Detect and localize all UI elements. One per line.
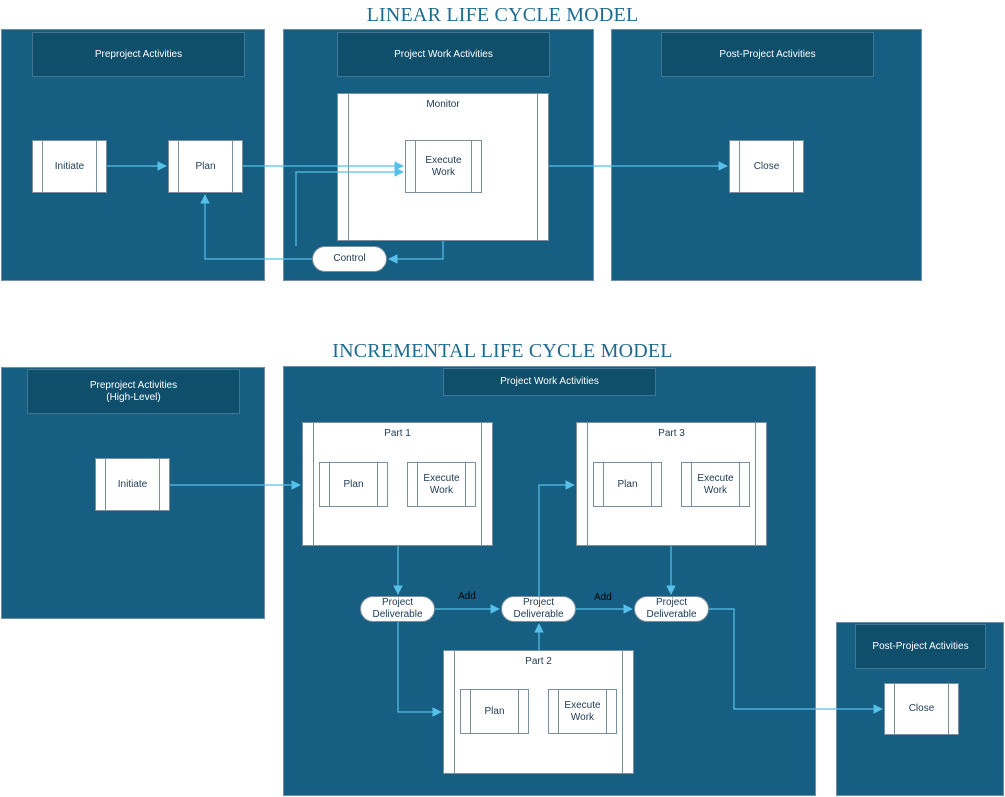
part-2-plan-box: Plan <box>460 689 529 734</box>
linear-execute-work-box: Execute Work <box>405 140 482 193</box>
add-edge-label-2: Add <box>594 592 612 603</box>
linear-initiate-box: Initiate <box>32 140 107 193</box>
part-3-execute-work-box: Execute Work <box>681 462 750 507</box>
container-label: Part 2 <box>525 656 552 667</box>
incremental-model-title: INCREMENTAL LIFE CYCLE MODEL <box>332 340 673 362</box>
phase-header: Post-Project Activities <box>855 624 986 669</box>
deliverable-node-3: Project Deliverable <box>634 596 709 622</box>
incremental-close-box: Close <box>884 683 959 735</box>
phase-header: Project Work Activities <box>337 32 550 77</box>
container-label: Part 1 <box>384 428 411 439</box>
phase-header: Post-Project Activities <box>661 32 874 77</box>
linear-plan-box: Plan <box>168 140 243 193</box>
phase-header: Project Work Activities <box>443 368 656 396</box>
phase-header: Preproject Activities <box>32 32 245 77</box>
container-label: Monitor <box>426 99 460 110</box>
part-1-plan-box: Plan <box>319 462 388 507</box>
add-edge-label-1: Add <box>458 591 476 602</box>
linear-close-box: Close <box>729 140 804 193</box>
linear-control-node: Control <box>312 246 387 272</box>
part-2-execute-work-box: Execute Work <box>548 689 617 734</box>
incremental-initiate-box: Initiate <box>95 458 170 511</box>
phase-header: Preproject Activities (High-Level) <box>27 369 240 414</box>
deliverable-node-1: Project Deliverable <box>360 596 435 622</box>
deliverable-node-2: Project Deliverable <box>501 596 576 622</box>
part-3-plan-box: Plan <box>593 462 662 507</box>
container-label: Part 3 <box>658 428 685 439</box>
part-1-execute-work-box: Execute Work <box>407 462 476 507</box>
linear-model-title: LINEAR LIFE CYCLE MODEL <box>366 4 639 26</box>
incremental-preproject-panel: Preproject Activities (High-Level) <box>1 367 265 619</box>
